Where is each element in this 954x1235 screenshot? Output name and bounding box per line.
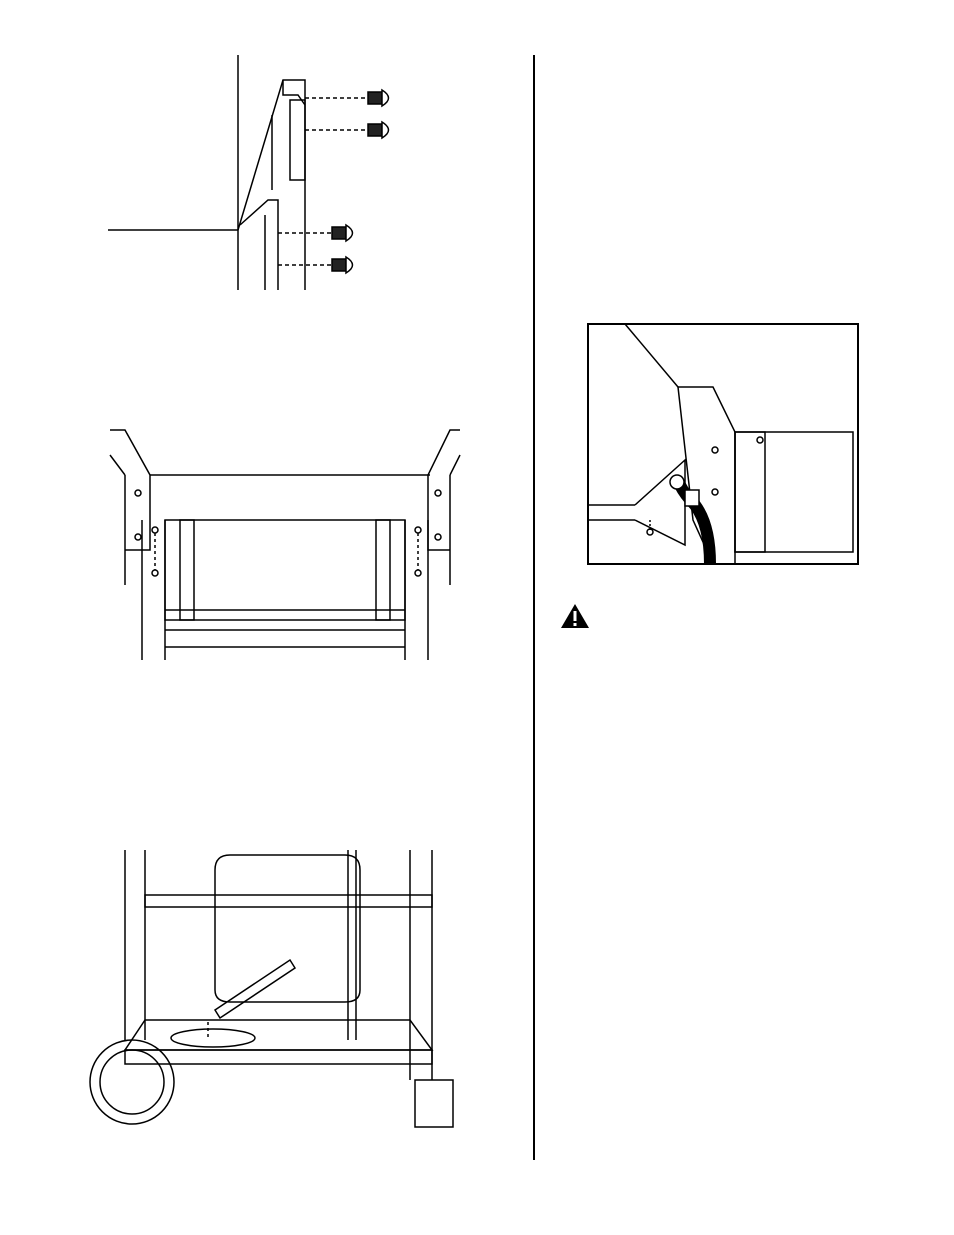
figure-bracket-screws	[100, 55, 420, 295]
figure-cart-bottom-tank	[80, 850, 470, 1135]
column-divider	[533, 55, 535, 1160]
figure-hose-connection	[585, 320, 865, 570]
figure-side-shelf-brackets	[100, 425, 470, 665]
warning-triangle-icon	[560, 603, 590, 629]
